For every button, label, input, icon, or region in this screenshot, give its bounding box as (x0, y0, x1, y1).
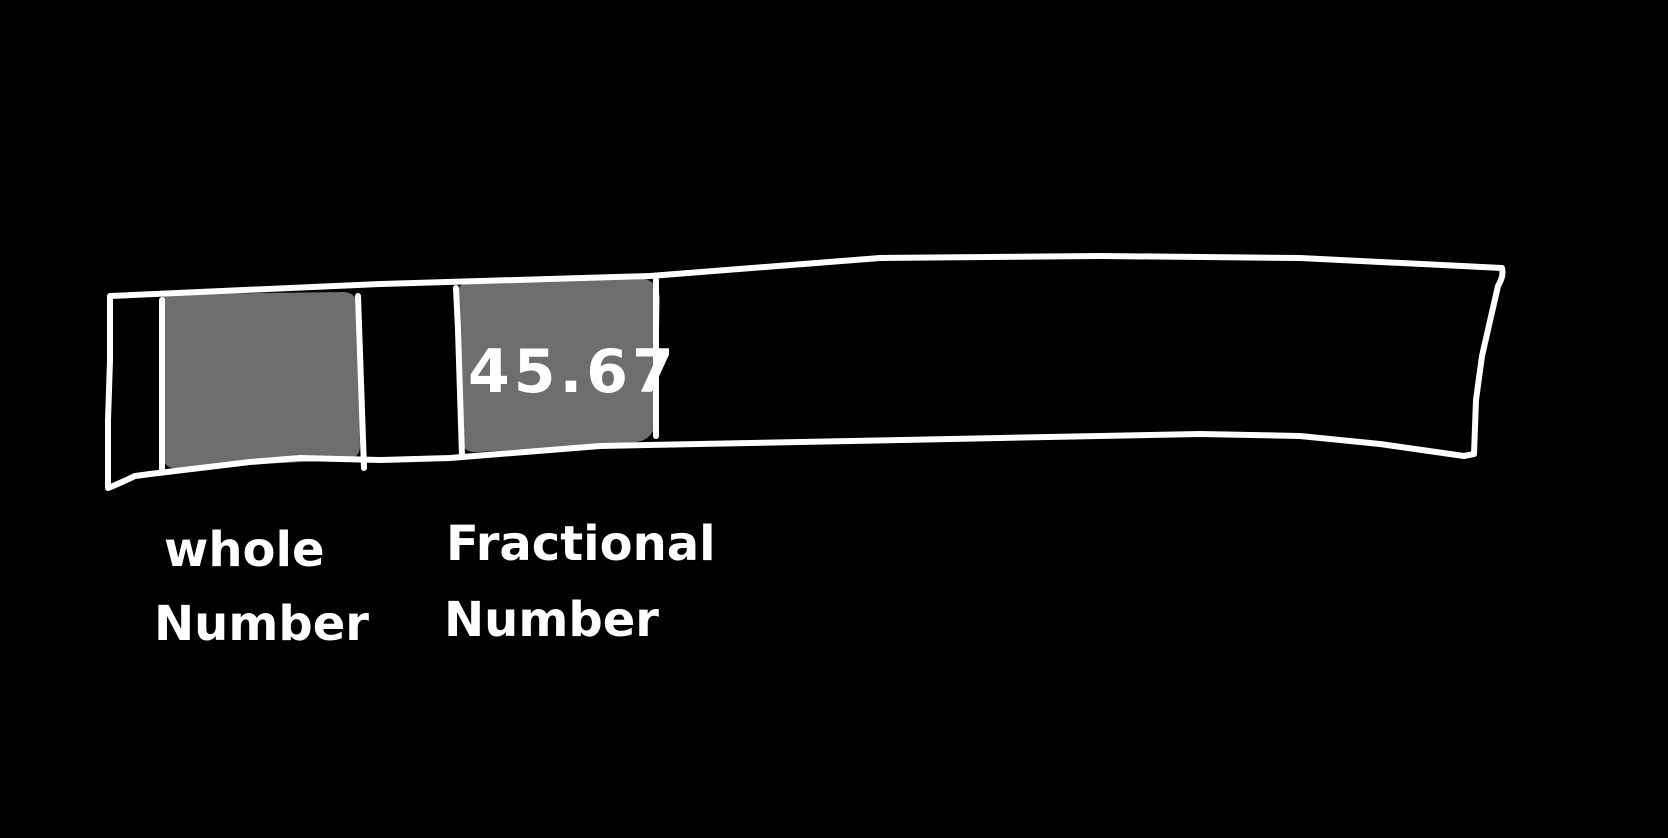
fractional-number-label-line1: Fractional (446, 516, 716, 572)
whole-number-label-line2: Number (154, 596, 369, 652)
whole-number-label-line1: whole (164, 522, 325, 578)
whole-number-cell-fill (160, 292, 360, 469)
fractional-number-cell-fill (458, 278, 660, 453)
memory-bar-outline (105, 253, 1506, 491)
divider-2 (355, 293, 367, 471)
fractional-number-value: 45.67 (468, 337, 678, 407)
fractional-number-label-line2: Number (444, 592, 659, 648)
divider-3 (453, 285, 465, 459)
